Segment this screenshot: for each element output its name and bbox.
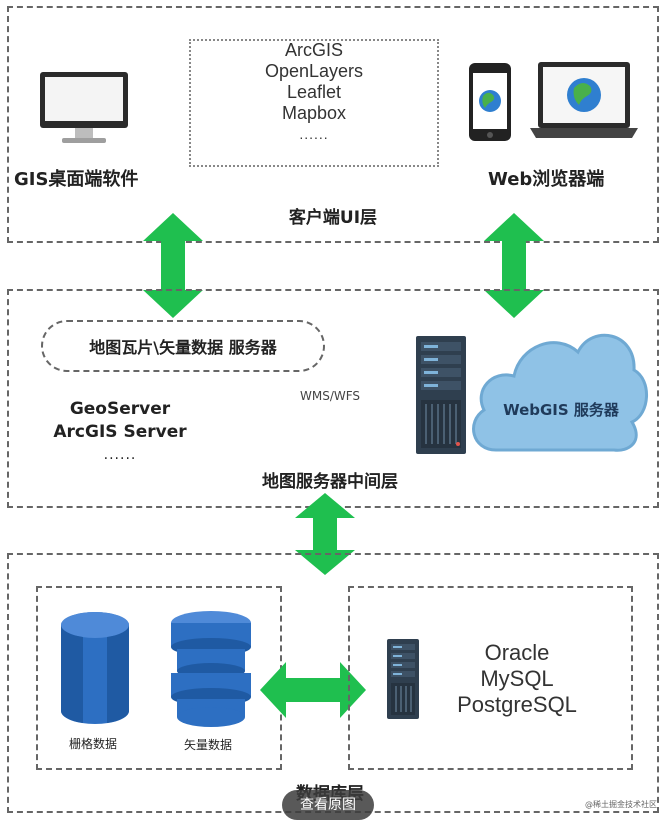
raster-database-icon bbox=[61, 612, 129, 724]
library-item: Leaflet bbox=[286, 82, 342, 102]
web-browser-label: Web浏览器端 bbox=[488, 169, 605, 190]
server-item: ArcGIS Server bbox=[53, 422, 187, 442]
client-layer bbox=[7, 6, 659, 243]
library-item: Mapbox bbox=[281, 103, 347, 123]
client-layer-title: 客户端UI层 bbox=[288, 208, 378, 228]
vector-database-icon bbox=[171, 611, 251, 727]
library-item: OpenLayers bbox=[264, 61, 364, 81]
database-server-icon bbox=[387, 639, 419, 719]
raster-data-label: 栅格数据 bbox=[69, 737, 118, 751]
laptop-icon bbox=[530, 62, 638, 138]
webgis-server-label: WebGIS 服务器 bbox=[503, 401, 619, 419]
vector-data-label: 矢量数据 bbox=[184, 738, 233, 752]
watermark: @稀土掘金技术社区 bbox=[585, 800, 657, 809]
server-layer-title: 地图服务器中间层 bbox=[262, 472, 398, 492]
library-item: ...... bbox=[299, 126, 329, 142]
desktop-label: GIS桌面端软件 bbox=[14, 169, 139, 190]
view-original-button[interactable]: 查看原图 bbox=[282, 790, 374, 820]
client-libraries-box bbox=[189, 39, 439, 167]
desktop-monitor-icon bbox=[40, 72, 128, 143]
database-box bbox=[348, 586, 633, 770]
webgis-cloud-icon bbox=[472, 333, 648, 452]
server-software-list: GeoServer ArcGIS Server ...... bbox=[40, 398, 200, 467]
server-rack-icon bbox=[416, 336, 466, 454]
double-arrow-client-server-left bbox=[143, 213, 203, 318]
database-item: PostgreSQL bbox=[457, 692, 577, 717]
tile-service-label: 地图瓦片\矢量数据 服务器 bbox=[41, 320, 325, 372]
database-item: Oracle bbox=[484, 640, 550, 665]
protocol-label: WMS/WFS bbox=[300, 389, 361, 403]
double-arrow-client-server-right bbox=[484, 213, 544, 318]
database-list: Oracle MySQL PostgreSQL bbox=[432, 640, 602, 718]
server-item: GeoServer bbox=[69, 399, 171, 419]
double-arrow-horizontal bbox=[260, 662, 366, 718]
phone-icon bbox=[469, 63, 511, 141]
database-item: MySQL bbox=[480, 666, 554, 691]
client-libraries-list: ArcGIS OpenLayers Leaflet Mapbox ...... bbox=[189, 40, 439, 145]
library-item: ArcGIS bbox=[284, 40, 343, 60]
server-item: ...... bbox=[103, 447, 137, 463]
